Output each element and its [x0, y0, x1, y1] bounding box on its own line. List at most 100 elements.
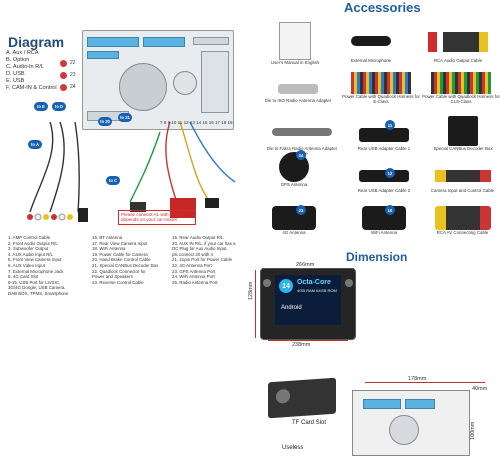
accessory-tag: 24 — [296, 150, 306, 160]
cable-list-item: 6. AUX Video Input — [8, 262, 46, 268]
height-line — [255, 270, 256, 338]
dimension-title: Dimension — [346, 250, 408, 264]
accessory-power-e: Power Cable with Quadlock Harness for E-… — [342, 72, 420, 104]
accessory-label: GPS Antenna — [280, 182, 308, 187]
cable-list-item: 15. Rear Audio Output R/L — [172, 235, 224, 240]
accessories-title: Accessories — [344, 0, 421, 15]
port-dot — [60, 72, 67, 79]
cable-list-item: 3. Subwoofer Output — [8, 246, 49, 252]
version-badge: 14 — [279, 279, 293, 293]
camera-cable-image — [434, 170, 491, 182]
cable-list-item: pls connect 20 with 4 — [172, 251, 214, 257]
cable-list-item: 25. Radio Antenna Port — [172, 279, 218, 285]
power-harness-image — [431, 72, 491, 94]
connector-slot — [193, 37, 229, 45]
accessory-gps: GPS Antenna — [262, 152, 326, 187]
cooling-fan — [389, 415, 419, 445]
top-width-label: 266mm — [296, 262, 315, 268]
connector-slot — [405, 399, 435, 409]
knob-icon — [276, 388, 290, 404]
red-port-labels: 22 23 24 — [60, 58, 80, 94]
cable-list-item: DAB BOX, TPMS, Smartphone — [8, 290, 69, 296]
accessory-wifi: WiFi Antenna — [348, 206, 420, 235]
usb-cable-image — [359, 170, 409, 182]
accessory-label: WiFi Antenna — [370, 230, 398, 235]
head-unit-back-panel — [82, 30, 234, 130]
bottom-width-label: 238mm — [292, 342, 311, 348]
cable-list-item: 5. Front View Camera Input — [8, 257, 62, 263]
cable-list-item: 22. Quadlock Connector for — [92, 268, 146, 274]
cable-list-item: 17. Rear View Camera Input — [92, 240, 148, 246]
cable-list-item: 21. 21pin Port for Power Cable — [172, 257, 233, 263]
cable-list-item: 1. AMP Control Cable — [8, 235, 51, 240]
port-number: 22 — [70, 60, 76, 66]
port-number: 24 — [70, 84, 76, 90]
legend-item: C. Audio-In R/L — [6, 64, 44, 70]
cable-list-item: 22. 4G Antenna Port — [172, 262, 212, 268]
wiring-harness-illustration — [27, 121, 236, 222]
cable-list-item: 4. AUX Audio Input R/L — [8, 251, 53, 257]
connector-tag: to 21 — [118, 113, 132, 122]
callout-number: 19 — [227, 120, 233, 125]
tune-knob-icon[interactable] — [345, 279, 353, 287]
screen-brand: Octa-Core — [297, 279, 331, 286]
accessory-usb1: Rear USB Adapter Cable 1 — [348, 120, 420, 151]
accessory-rca-av: RCA AV Connecting Cable — [425, 206, 500, 235]
fakra-cable-image — [272, 128, 332, 136]
callout-number: 9 — [167, 120, 171, 125]
legend-item: D. USB — [6, 71, 25, 77]
head-unit-screen: 14 Octa-Core 4GB RAM 64GB ROM Android — [275, 275, 341, 325]
accessory-tag: 11 — [385, 120, 395, 130]
legend-item: A. Aux / RCA — [6, 50, 39, 56]
accessory-label: External Microphone — [350, 58, 392, 63]
connector-tag: to D — [52, 102, 66, 111]
connector-tag: to A — [28, 140, 42, 149]
accessory-canbus: Special CANBus Decoder Box — [428, 116, 498, 151]
cable-list-item: 18. WiFi Antenna — [92, 246, 126, 252]
rca-cable-image — [428, 32, 488, 52]
rca-av-cable-image — [434, 206, 491, 230]
legend-item: B. Option — [6, 57, 30, 63]
connector-slot — [87, 37, 139, 47]
cable-list-col3: 15. Rear Audio Output R/L 20. AUX IN R/L… — [172, 235, 252, 285]
accessory-label: User's Manual in English — [270, 60, 320, 65]
cable-list-item: 2. Front Audio Output R/L — [8, 240, 58, 246]
cable-list-item: 9-15. USB Port for LIVSIC, — [8, 279, 61, 285]
accessory-manual: User's Manual in English — [262, 22, 328, 65]
height-label: 128mm — [248, 281, 254, 300]
cable-list-item: 7. External Microphone Jack — [8, 268, 64, 274]
connector-slot — [363, 399, 401, 409]
connector-slot — [87, 51, 119, 59]
box-width-line — [365, 382, 485, 383]
accessory-din-iso: Din to ISO Radio Antenna Adapter — [262, 78, 334, 103]
accessory-4g: 4G Antenna — [262, 206, 326, 235]
os-label: Android — [281, 305, 302, 311]
cable-list-item: 16. BT Antenna — [92, 235, 123, 240]
accessory-camera-cable: Camera Input and Control Cable — [425, 170, 500, 193]
mount-disc — [173, 71, 197, 95]
screen-spec: 4GB RAM 64GB ROM — [297, 288, 337, 293]
wifi-antenna-image — [362, 206, 406, 230]
accessory-label: Rear USB Adapter Cable 1 — [357, 146, 411, 151]
connector-slot — [143, 37, 185, 47]
accessory-power-cls: Power Cable with Quadlock Harness for CL… — [422, 72, 500, 104]
accessory-label: Power Cable with Quadlock Harness for CL… — [422, 94, 500, 104]
cable-list-col1: 1. AMP Control Cable 2. Front Audio Outp… — [8, 235, 88, 297]
cable-list-item: Power and Speakers — [92, 274, 133, 280]
tf-card-label: TF Card Slot — [292, 420, 327, 426]
accessory-rca-output: RCA Audio Output Cable — [418, 22, 498, 63]
manual-image — [279, 22, 311, 60]
port-dot — [60, 60, 67, 67]
usb-cable-image — [359, 128, 409, 142]
accessory-label: Camera Input and Control Cable — [430, 188, 495, 193]
box-width-label: 178mm — [408, 376, 427, 382]
volume-knob-icon[interactable] — [263, 279, 271, 287]
accessory-usb2: Rear USB Adapter Cable 2 — [348, 170, 420, 193]
accessory-tag: 10 — [385, 205, 395, 215]
4g-antenna-image — [272, 206, 316, 230]
cable-list-col2: 16. BT Antenna 17. Rear View Camera Inpu… — [92, 235, 170, 285]
cable-list-item: 21. Special CANBus Decoder Box — [92, 262, 159, 268]
accessory-label: Power Cable with Quadlock Harness for E-… — [342, 94, 420, 104]
callout-number: 16 — [208, 120, 214, 125]
callout-number: 17 — [214, 120, 220, 125]
